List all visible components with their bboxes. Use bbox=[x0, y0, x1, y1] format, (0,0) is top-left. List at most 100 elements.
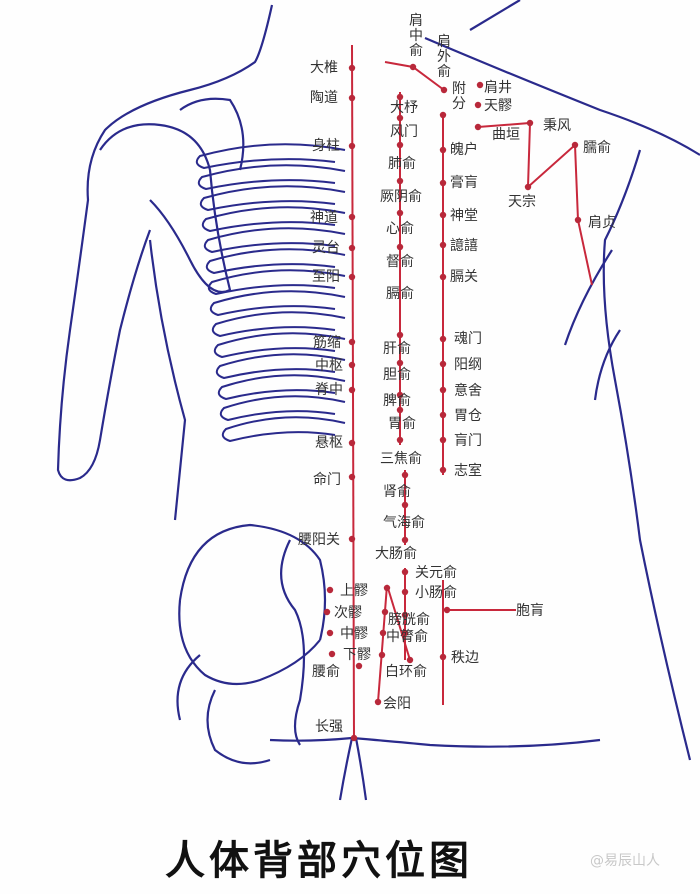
acupoint-dot bbox=[401, 629, 409, 637]
acupoint-dot bbox=[439, 436, 447, 444]
acupoint-dot bbox=[379, 629, 387, 637]
acupoint-dot bbox=[439, 386, 447, 394]
acupoint-dot bbox=[439, 273, 447, 281]
acupoint-dot bbox=[396, 209, 404, 217]
acupoint-dot bbox=[348, 338, 356, 346]
point-label: 白环俞 bbox=[385, 664, 427, 680]
point-label: 心俞 bbox=[386, 221, 414, 237]
point-label: 天髎 bbox=[484, 98, 512, 114]
point-label: 腰俞 bbox=[312, 664, 340, 680]
acupoint-dot bbox=[396, 331, 404, 339]
point-label: 胃仓 bbox=[454, 408, 482, 424]
rib bbox=[219, 395, 346, 422]
acupoint-dot bbox=[348, 94, 356, 102]
ribs bbox=[195, 143, 346, 443]
rib bbox=[217, 374, 346, 401]
point-label: 风门 bbox=[390, 124, 418, 140]
acupoint-dot bbox=[439, 111, 447, 119]
point-label: 筋缩 bbox=[313, 335, 341, 351]
point-label: 大肠俞 bbox=[375, 546, 417, 562]
point-label: 天宗 bbox=[508, 194, 536, 210]
point-label: 中髎 bbox=[340, 626, 368, 642]
point-label: 命门 bbox=[313, 472, 341, 488]
point-label: 肾俞 bbox=[383, 484, 411, 500]
rib bbox=[221, 416, 346, 443]
acupoint-dot bbox=[374, 698, 382, 706]
acupoint-dot bbox=[348, 473, 356, 481]
acupoint-dot bbox=[396, 93, 404, 101]
acupoint-dot bbox=[348, 361, 356, 369]
acupoint-dot bbox=[396, 391, 404, 399]
point-label: 上髎 bbox=[340, 583, 368, 599]
point-label: 志室 bbox=[454, 463, 482, 479]
acupoint-dot bbox=[439, 360, 447, 368]
point-label: 附分 bbox=[452, 81, 466, 112]
point-label: 肩外俞 bbox=[437, 34, 451, 80]
point-label: 肩贞 bbox=[588, 215, 616, 231]
acupoint-dot bbox=[401, 568, 409, 576]
point-label: 次髎 bbox=[334, 605, 362, 621]
acupoint-dot bbox=[348, 64, 356, 72]
rib bbox=[215, 353, 346, 380]
rib bbox=[203, 227, 346, 254]
point-label: 意舍 bbox=[454, 383, 482, 399]
point-label: 肓门 bbox=[454, 433, 482, 449]
point-label: 魄户 bbox=[450, 142, 478, 158]
acupoint-dot bbox=[378, 651, 386, 659]
acupoint-dot bbox=[350, 734, 358, 742]
point-label: 陶道 bbox=[310, 90, 338, 106]
acupoint-dot bbox=[323, 608, 331, 616]
acupoint-dot bbox=[406, 656, 414, 664]
acupoint-dot bbox=[348, 535, 356, 543]
rib bbox=[197, 164, 346, 191]
acupoint-dot bbox=[396, 359, 404, 367]
rib bbox=[201, 206, 346, 233]
point-label: 胃俞 bbox=[388, 416, 416, 432]
point-label: 身柱 bbox=[312, 138, 340, 154]
acupoint-dot bbox=[440, 86, 448, 94]
rib bbox=[207, 269, 346, 296]
point-label: 肩中俞 bbox=[409, 13, 423, 59]
acupoint-dot bbox=[439, 653, 447, 661]
point-label: 大杼 bbox=[390, 100, 418, 116]
acupoint-dot bbox=[381, 608, 389, 616]
point-label: 中枢 bbox=[315, 358, 343, 374]
acupoint-dot bbox=[443, 606, 451, 614]
acupoint-dot bbox=[439, 146, 447, 154]
point-label: 气海俞 bbox=[383, 515, 425, 531]
point-label: 肝俞 bbox=[383, 341, 411, 357]
acupoint-dot bbox=[348, 213, 356, 221]
acupoint-dots bbox=[323, 63, 582, 742]
point-label: 膀胱俞 bbox=[388, 612, 430, 628]
body-outline bbox=[56, 0, 700, 801]
acupoint-dot bbox=[526, 119, 534, 127]
acupoint-dot bbox=[439, 466, 447, 474]
point-label: 臑俞 bbox=[583, 140, 611, 156]
point-label: 脊中 bbox=[315, 382, 343, 398]
point-label: 灵台 bbox=[312, 240, 340, 256]
diagram-title: 人体背部穴位图 bbox=[165, 837, 473, 884]
point-label: 神堂 bbox=[450, 208, 478, 224]
acupoint-dot bbox=[383, 584, 391, 592]
acupoint-dot bbox=[396, 177, 404, 185]
acupoint-dot bbox=[571, 141, 579, 149]
acupoint-dot bbox=[396, 406, 404, 414]
acupoint-dot bbox=[326, 586, 334, 594]
acupoint-dot bbox=[474, 101, 482, 109]
acupoint-dot bbox=[396, 114, 404, 122]
acupoint-dot bbox=[401, 471, 409, 479]
rib bbox=[213, 332, 346, 359]
acupoint-dot bbox=[439, 241, 447, 249]
rib bbox=[205, 248, 346, 275]
point-label: 肩井 bbox=[484, 80, 512, 96]
acupoint-dot bbox=[439, 411, 447, 419]
point-label: 腰阳关 bbox=[298, 532, 340, 548]
acupoint-dot bbox=[401, 501, 409, 509]
point-label: 譩譆 bbox=[450, 238, 478, 254]
point-label: 膏肓 bbox=[450, 175, 478, 191]
point-label: 大椎 bbox=[310, 60, 338, 76]
point-label: 厥阴俞 bbox=[380, 189, 422, 205]
acupoint-dot bbox=[348, 142, 356, 150]
